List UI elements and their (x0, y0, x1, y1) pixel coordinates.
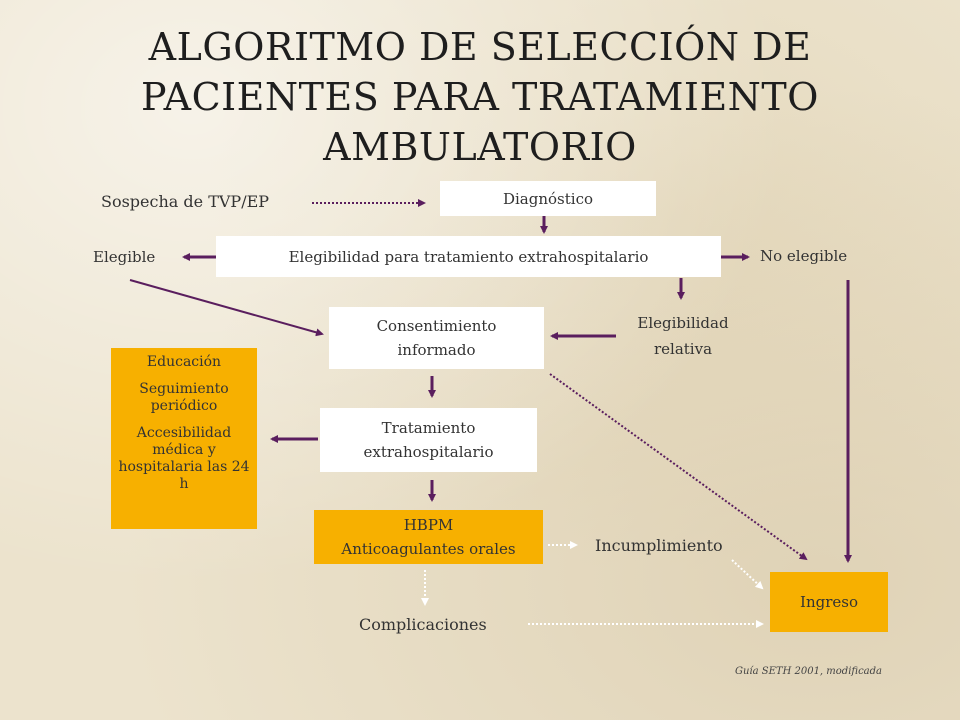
label-incumplimiento: Incumplimiento (595, 536, 723, 555)
label-sospecha: Sospecha de TVP/EP (101, 192, 270, 211)
educacion-item-2: Seguimiento periódico (139, 381, 229, 414)
box-ingreso: Ingreso (770, 572, 888, 632)
title-line-1: ALGORITMO DE SELECCIÓN DE (148, 25, 812, 69)
title-line-2: PACIENTES PARA TRATAMIENTO (141, 75, 819, 119)
box-tratamiento-line-2: extrahospitalario (363, 443, 494, 461)
label-elegibilidad-relativa: Elegibilidad relativa (628, 310, 738, 362)
label-no-elegible: No elegible (760, 247, 848, 265)
box-diagnostico-label: Diagnóstico (502, 189, 593, 208)
footnote: Guía SETH 2001, modificada (735, 666, 882, 677)
box-consentimiento-line-2: informado (397, 341, 476, 359)
box-educacion: Educación Seguimiento periódico Accesibi… (111, 348, 257, 529)
box-hbpm-line-2: Anticoagulantes orales (341, 540, 516, 558)
title-line-3: AMBULATORIO (323, 125, 637, 169)
label-elegibilidad-relativa-line-1: Elegibilidad (637, 314, 729, 332)
educacion-item-1: Educación (146, 354, 222, 370)
label-elegibilidad-relativa-line-2: relativa (653, 340, 713, 358)
box-ingreso-label: Ingreso (800, 593, 858, 611)
box-tratamiento-line-1: Tratamiento (381, 419, 476, 437)
box-elegibilidad-label: Elegibilidad para tratamiento extrahospi… (288, 247, 649, 266)
box-diagnostico: Diagnóstico (440, 181, 656, 216)
box-consentimiento-line-1: Consentimiento (376, 317, 497, 335)
box-hbpm: HBPM Anticoagulantes orales (314, 510, 543, 564)
arrow-incumplimiento-ingreso (731, 559, 764, 590)
educacion-item-3: Accesibilidad médica y hospitalaria las … (118, 425, 250, 492)
arrow-consentimiento-ingreso (549, 373, 808, 561)
page-title: ALGORITMO DE SELECCIÓN DE PACIENTES PARA… (0, 22, 960, 172)
box-hbpm-line-1: HBPM (403, 516, 454, 534)
label-complicaciones: Complicaciones (359, 615, 487, 634)
label-elegible: Elegible (93, 248, 156, 266)
arrow-elegible-consentimiento (129, 279, 324, 337)
box-tratamiento: Tratamiento extrahospitalario (320, 408, 537, 472)
box-elegibilidad: Elegibilidad para tratamiento extrahospi… (216, 236, 721, 277)
box-consentimiento: Consentimiento informado (329, 307, 544, 369)
